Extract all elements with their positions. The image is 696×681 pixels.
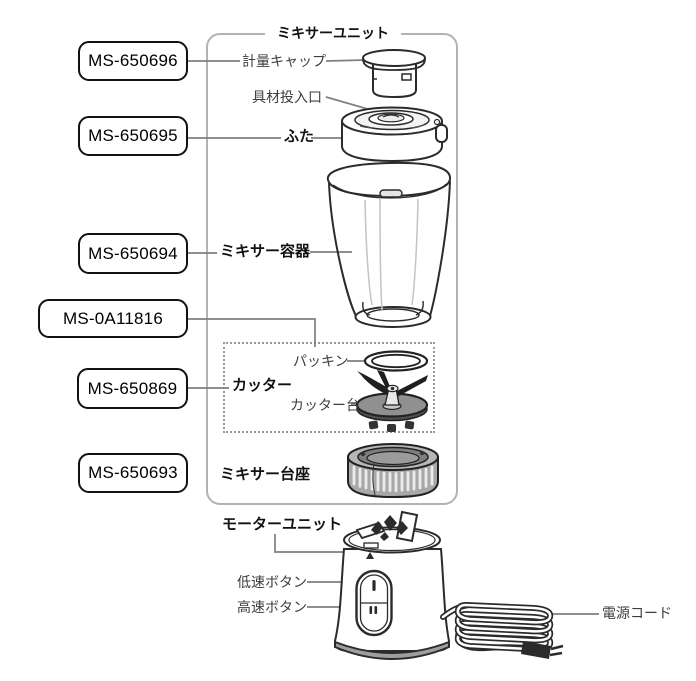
power-plug — [521, 641, 564, 659]
control-panel — [355, 569, 393, 637]
cutter-drawing — [355, 370, 429, 432]
part-number-box-packing-set: MS-0A11816 — [38, 299, 188, 338]
motor-unit-drawing — [334, 510, 450, 660]
power-cord-drawing — [440, 601, 564, 659]
label-mixer-base: ミキサー台座 — [220, 466, 311, 483]
mixer-unit-title: ミキサーユニット — [265, 25, 401, 41]
mixer-base-drawing — [347, 443, 439, 499]
label-ingredient-inlet: 具材投入口 — [252, 89, 322, 105]
alignment-mark — [366, 552, 374, 559]
part-number-box-mixer-base: MS-650693 — [78, 453, 188, 493]
container-drawing — [326, 161, 451, 328]
lid-drawing — [341, 106, 448, 163]
label-container: ミキサー容器 — [220, 243, 311, 260]
low-speed-button — [372, 580, 376, 591]
label-high-speed-button: 高速ボタン — [237, 599, 307, 615]
label-cutter: カッター — [232, 377, 293, 394]
measuring-cap-drawing — [362, 49, 426, 99]
label-cutter-base: カッター台 — [290, 397, 360, 413]
part-number-box-lid: MS-650695 — [78, 116, 188, 156]
label-measuring-cap: 計量キャップ — [242, 53, 326, 69]
packing-drawing — [363, 350, 429, 372]
part-number-box-measuring-cap: MS-650696 — [78, 41, 188, 81]
label-power-cord: 電源コード — [602, 605, 672, 621]
part-number-box-container: MS-650694 — [78, 233, 188, 274]
part-number-box-cutter: MS-650869 — [77, 368, 188, 409]
high-speed-button — [369, 606, 378, 614]
label-packing: パッキン — [293, 353, 349, 369]
label-low-speed-button: 低速ボタン — [237, 574, 307, 590]
label-lid: ふた — [284, 128, 315, 145]
label-motor-unit: モーターユニット — [222, 516, 343, 533]
